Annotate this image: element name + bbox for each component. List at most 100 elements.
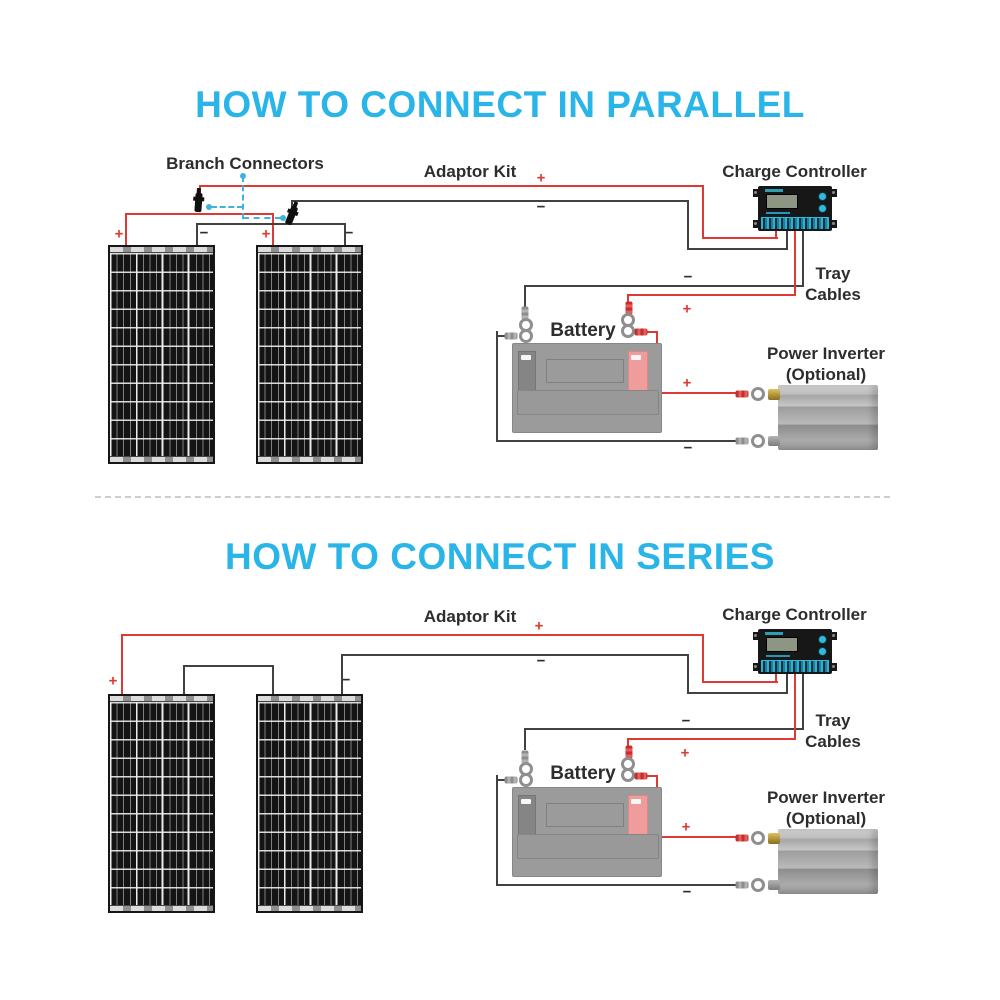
- minus-sign: −: [682, 883, 692, 901]
- section-divider: [95, 496, 890, 498]
- ring-terminal-icon: [751, 387, 765, 401]
- solar-panel-2: [256, 245, 363, 464]
- wire-crimp: [735, 881, 749, 889]
- series-bridge-wire: [272, 665, 274, 695]
- adaptor-kit-label: Adaptor Kit: [423, 162, 517, 181]
- plus-sign: +: [680, 744, 690, 762]
- series-bridge-wire: [183, 665, 274, 667]
- plus-sign: +: [682, 374, 692, 392]
- charge-controller: [753, 186, 837, 231]
- inverter-positive-run-wire: [656, 392, 748, 394]
- controller-positive-stub-wire: [775, 227, 777, 239]
- wire-crimp: [735, 390, 749, 398]
- callout-dot: [280, 215, 286, 221]
- battery-negative-terminal: [518, 351, 536, 393]
- panel-frame-rail: [110, 905, 213, 911]
- power-inverter: [768, 385, 878, 450]
- tray-negative-battery-wire: [524, 285, 526, 307]
- ring-terminal-icon: [751, 831, 765, 845]
- terminal-slot: [521, 799, 531, 804]
- series-title: HOW TO CONNECT IN SERIES: [225, 536, 775, 577]
- adaptor-kit-label: Adaptor Kit: [423, 607, 517, 626]
- controller-negative-stub-wire: [786, 227, 788, 250]
- pv2-negative-wire: [344, 223, 346, 246]
- branch-connectors-label: Branch Connectors: [166, 154, 324, 173]
- solar-cells: [258, 253, 361, 456]
- callout-dash-line: [211, 206, 243, 208]
- tray-positive-drop-wire: [794, 672, 796, 740]
- panel-frame-rail: [258, 456, 361, 462]
- ring-terminal-icon: [621, 768, 635, 782]
- mount-ear: [831, 632, 837, 640]
- panel-frame-rail: [110, 247, 213, 253]
- battery-recess: [546, 803, 624, 827]
- minus-sign: −: [199, 224, 209, 242]
- solar-cells: [110, 253, 213, 456]
- series-bridge-wire: [183, 665, 185, 695]
- battery-label: Battery: [550, 320, 616, 341]
- controller-positive-stub-wire: [775, 670, 777, 683]
- tray-cables-label: Tray Cables: [805, 711, 861, 752]
- charge-controller: [753, 629, 837, 674]
- tray-positive-run-wire: [627, 738, 796, 740]
- adaptor-positive-drop-wire: [702, 634, 704, 683]
- tray-positive-run-wire: [627, 294, 796, 296]
- wire-crimp: [504, 776, 518, 784]
- inverter-negative-run-wire: [496, 884, 738, 886]
- terminal-strip: [761, 660, 829, 672]
- wire-crimp: [735, 834, 749, 842]
- parallel-title: HOW TO CONNECT IN PARALLEL: [195, 84, 805, 125]
- callout-dot: [206, 204, 212, 210]
- solar-panel-1: [108, 694, 215, 913]
- inverter-negative-run-wire: [496, 440, 738, 442]
- controller-negative-feed-wire: [687, 248, 788, 250]
- controller-button: [818, 647, 827, 656]
- minus-sign: −: [536, 652, 546, 670]
- controller-positive-feed-wire: [702, 237, 778, 239]
- inverter-negative-post: [768, 436, 780, 446]
- plus-sign: +: [681, 818, 691, 836]
- minus-sign: −: [341, 671, 351, 689]
- mount-ear: [831, 189, 837, 197]
- plus-sign: +: [261, 225, 271, 243]
- brand-logo: [765, 632, 783, 635]
- wire-crimp: [504, 332, 518, 340]
- controller-button: [818, 204, 827, 213]
- lcd-display: [766, 194, 798, 209]
- terminal-strip: [761, 217, 829, 229]
- tray-cables-label: Tray Cables: [805, 264, 861, 305]
- solar-panel-2: [256, 694, 363, 913]
- ring-terminal-icon: [621, 324, 635, 338]
- inverter-negative-drop-wire: [496, 775, 498, 886]
- battery-positive-terminal: [628, 795, 648, 837]
- mount-ear: [753, 663, 759, 671]
- battery: [512, 343, 662, 433]
- minus-sign: −: [536, 198, 546, 216]
- battery-positive-out-wire: [642, 331, 658, 333]
- minus-sign: −: [344, 224, 354, 242]
- wire-crimp: [625, 301, 633, 315]
- plus-sign: +: [114, 225, 124, 243]
- wire-crimp: [625, 745, 633, 759]
- ring-terminal-icon: [519, 773, 533, 787]
- panel-frame-rail: [258, 696, 361, 702]
- wire-crimp: [521, 306, 529, 320]
- pv-negative-bus-wire: [196, 223, 346, 225]
- controller-text-line: [766, 212, 790, 214]
- terminal-slot: [631, 799, 641, 804]
- ring-terminal-icon: [751, 434, 765, 448]
- controller-button: [818, 192, 827, 201]
- power-inverter-label: Power Inverter (Optional): [766, 344, 886, 385]
- panel-frame-rail: [258, 247, 361, 253]
- pv2-negative-wire: [341, 654, 343, 695]
- adaptor-negative-run-wire: [341, 654, 689, 656]
- callout-dash-line: [242, 176, 244, 219]
- branch-connector-icon: [194, 192, 203, 213]
- panel-frame-rail: [110, 456, 213, 462]
- tray-negative-battery-wire: [524, 728, 526, 750]
- solar-cells: [110, 702, 213, 905]
- inverter-negative-drop-wire: [496, 331, 498, 442]
- controller-text-line: [766, 655, 790, 657]
- inverter-negative-post: [768, 880, 780, 890]
